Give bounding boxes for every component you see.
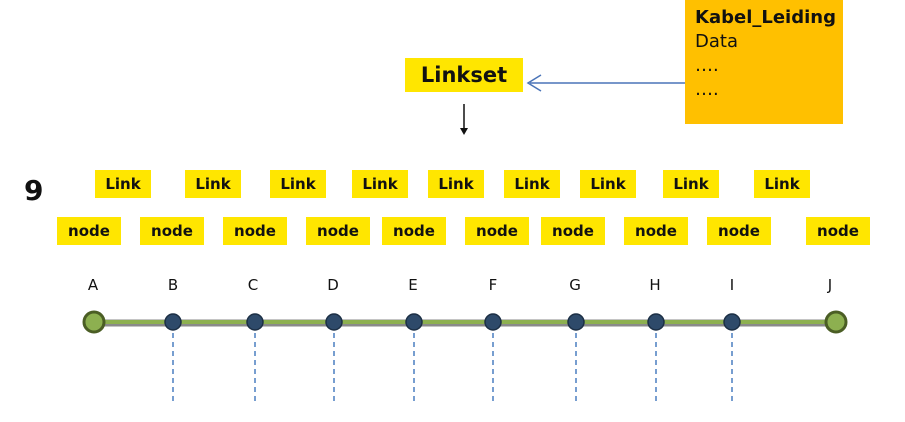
node-tag: node — [306, 217, 370, 245]
info-box-line: …. — [695, 79, 719, 100]
info-box-line: Data — [695, 31, 738, 52]
node-i — [723, 313, 741, 331]
point-label-g: G — [569, 276, 581, 294]
link-tag: Link — [754, 170, 810, 198]
node-tag: node — [140, 217, 204, 245]
link-tag: Link — [352, 170, 408, 198]
link-tag: Link — [428, 170, 484, 198]
point-label-b: B — [167, 276, 179, 294]
node-e — [405, 313, 423, 331]
info-box-title: Kabel_Leiding — [695, 7, 836, 28]
node-a-endpoint — [82, 310, 106, 334]
node-tag: node — [382, 217, 446, 245]
point-label-a: A — [87, 276, 99, 294]
node-tag: node — [707, 217, 771, 245]
point-label-c: C — [247, 276, 259, 294]
info-to-linkset-arrowhead — [526, 74, 542, 92]
node-d — [325, 313, 343, 331]
node-g — [567, 313, 585, 331]
node-j-endpoint — [824, 310, 848, 334]
link-tag: Link — [580, 170, 636, 198]
link-tag: Link — [663, 170, 719, 198]
node-b — [164, 313, 182, 331]
node-h — [647, 313, 665, 331]
point-label-j: J — [827, 276, 833, 294]
node-c — [246, 313, 264, 331]
point-label-d: D — [327, 276, 339, 294]
node-f — [484, 313, 502, 331]
node-tag: node — [57, 217, 121, 245]
node-tag: node — [223, 217, 287, 245]
kabel-leiding-box: Kabel_Leiding Data …. …. — [685, 0, 843, 124]
link-tag: Link — [95, 170, 151, 198]
link-tag: Link — [185, 170, 241, 198]
slide-number: 9 — [24, 174, 44, 207]
linkset-down-arrowhead — [460, 128, 468, 135]
node-tag: node — [465, 217, 529, 245]
node-tag: node — [624, 217, 688, 245]
node-tag: node — [806, 217, 870, 245]
point-label-e: E — [408, 276, 418, 294]
info-box-line: …. — [695, 55, 719, 76]
point-label-f: F — [488, 276, 498, 294]
link-tag: Link — [270, 170, 326, 198]
point-label-i: I — [729, 276, 735, 294]
node-tag: node — [541, 217, 605, 245]
point-label-h: H — [649, 276, 661, 294]
linkset-label: Linkset — [405, 58, 523, 92]
link-tag: Link — [504, 170, 560, 198]
